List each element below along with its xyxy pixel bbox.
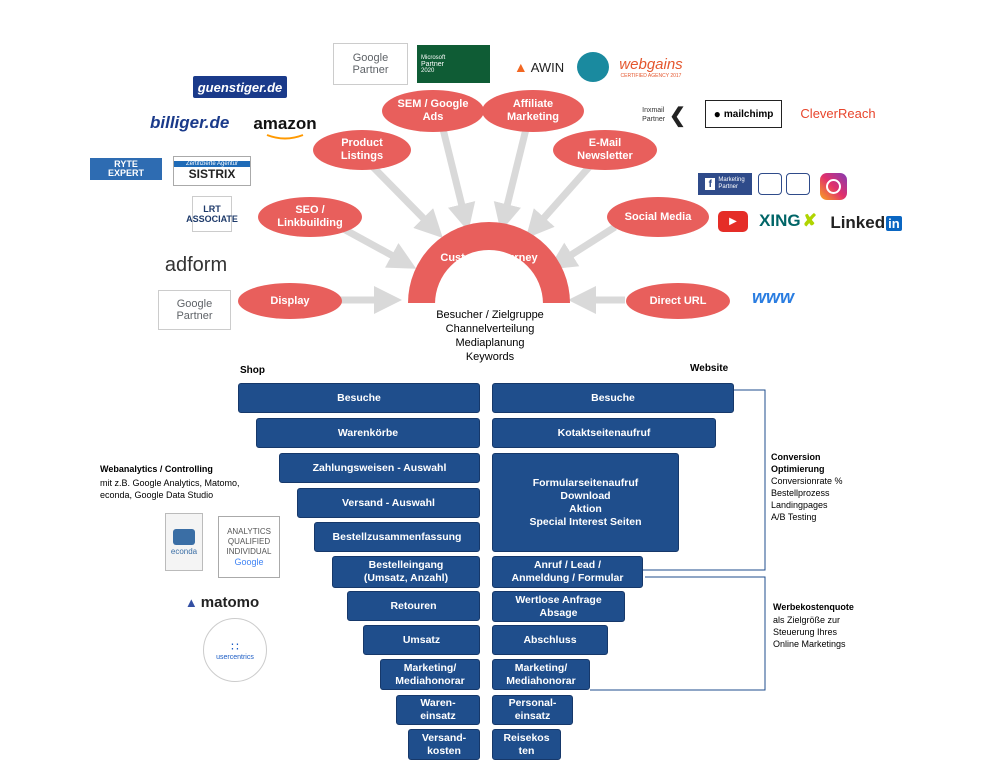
microsoft-partner-logo: Microsoft Partner 2020 bbox=[417, 45, 490, 83]
facebook-partner-logo: f Marketing Partner bbox=[698, 173, 752, 195]
matomo-logo: ▲ matomo bbox=[184, 593, 260, 611]
website-heading: Website bbox=[690, 363, 729, 374]
shop-step-shipping-costs: Versand- kosten bbox=[408, 729, 480, 760]
cleverreach-logo: CleverReach bbox=[800, 105, 876, 121]
instagram-icon bbox=[820, 173, 847, 200]
inxmail-x-icon: ❮ bbox=[669, 104, 686, 127]
awin-flame-icon: ▲ bbox=[513, 59, 528, 75]
mailchimp-monkey-icon: ● bbox=[713, 107, 721, 121]
shop-step-shipping: Versand - Auswahl bbox=[297, 488, 480, 518]
matomo-icon: ▲ bbox=[184, 594, 198, 610]
website-step-visits: Besuche bbox=[492, 383, 734, 413]
channel-seo: SEO / Linkbuilding bbox=[258, 197, 362, 237]
shop-step-carts: Warenkörbe bbox=[256, 418, 480, 448]
website-step-forms: Formularseitenaufruf Download Aktion Spe… bbox=[492, 453, 679, 552]
www-logo: www bbox=[751, 286, 794, 307]
inxmail-logo: Inxmail Partner ❮ bbox=[642, 104, 686, 127]
webanalytics-text: mit z.B. Google Analytics, Matomo, econd… bbox=[100, 478, 240, 500]
xing-logo: XING ✘ bbox=[759, 211, 817, 230]
website-step-closing: Abschluss bbox=[492, 625, 608, 655]
adform-logo: adform bbox=[164, 253, 228, 276]
linkedin-logo: Linked in bbox=[830, 213, 902, 232]
website-step-marketing: Marketing/ Mediahonorar bbox=[492, 659, 590, 690]
amazon-logo: amazon bbox=[250, 112, 320, 142]
channel-direct: Direct URL bbox=[626, 283, 730, 319]
amazon-smile-icon bbox=[266, 134, 304, 140]
shop-step-goods: Waren- einsatz bbox=[396, 695, 480, 725]
google-partner-logo-left: Google Partner bbox=[158, 290, 231, 330]
usercentrics-dots-icon: ∷ bbox=[231, 639, 239, 654]
billiger-logo: billiger.de bbox=[150, 113, 230, 132]
usercentrics-logo: ∷ usercentrics bbox=[203, 618, 267, 682]
channel-email: E-Mail Newsletter bbox=[553, 130, 657, 170]
webgains-logo: webgains CERTIFIED AGENCY 2017 bbox=[619, 55, 683, 79]
channel-social: Social Media bbox=[607, 197, 709, 237]
website-step-contact: Kotaktseitenaufruf bbox=[492, 418, 716, 448]
shop-step-visits: Besuche bbox=[238, 383, 480, 413]
werbe-text: als Zielgröße zur Steuerung Ihres Online… bbox=[773, 615, 846, 649]
ryte-logo: RYTE EXPERT bbox=[90, 158, 162, 180]
sistrix-logo: Zertifizierte Agentur SISTRIX bbox=[173, 156, 251, 186]
econda-bars-icon bbox=[173, 528, 195, 545]
webgains-badge-icon bbox=[577, 52, 609, 82]
website-step-travel: Reisekos ten bbox=[492, 729, 561, 760]
conversion-text: Conversionrate % Bestellprozess Landingp… bbox=[771, 476, 843, 522]
analytics-qualified-logo: ANALYTICS QUALIFIED INDIVIDUAL Google bbox=[218, 516, 280, 578]
shop-step-summary: Bestellzusammenfassung bbox=[314, 522, 480, 552]
shop-step-revenue: Umsatz bbox=[363, 625, 480, 655]
guenstiger-logo: guenstiger.de bbox=[193, 76, 287, 98]
mailchimp-logo: ● mailchimp bbox=[705, 100, 782, 128]
shop-step-payment: Zahlungsweisen - Auswahl bbox=[279, 453, 480, 483]
website-step-leads: Anruf / Lead / Anmeldung / Formular bbox=[492, 556, 643, 588]
channel-display: Display bbox=[238, 283, 342, 319]
webanalytics-title: Webanalytics / Controlling bbox=[100, 464, 213, 474]
xing-x-icon: ✘ bbox=[802, 211, 817, 230]
shop-step-marketing: Marketing/ Mediahonorar bbox=[380, 659, 480, 690]
youtube-icon: ▶ bbox=[718, 211, 748, 232]
channel-affiliate: Affiliate Marketing bbox=[482, 90, 584, 132]
certification-badge-icon bbox=[758, 173, 782, 195]
channel-product-listings: Product Listings bbox=[313, 130, 411, 170]
facebook-icon: f bbox=[705, 178, 716, 190]
shop-step-returns: Retouren bbox=[347, 591, 480, 621]
lrt-logo: LRT ASSOCIATE bbox=[186, 196, 238, 232]
customer-journey-title: Customer Journey bbox=[440, 252, 538, 264]
awin-logo: ▲ AWIN bbox=[513, 59, 565, 75]
conversion-title: Conversion Optimierung bbox=[771, 452, 825, 474]
shop-heading: Shop bbox=[240, 365, 265, 376]
certification-badge-icon-2 bbox=[786, 173, 810, 195]
werbe-title: Werbekostenquote bbox=[773, 602, 854, 612]
channel-sem: SEM / Google Ads bbox=[382, 90, 484, 132]
website-step-rejected: Wertlose Anfrage Absage bbox=[492, 591, 625, 622]
website-step-staff: Personal- einsatz bbox=[492, 695, 573, 725]
econda-logo: econda bbox=[165, 513, 203, 571]
customer-journey-lines: Besucher / Zielgruppe Channelverteilung … bbox=[436, 309, 544, 363]
shop-step-orders: Bestelleingang (Umsatz, Anzahl) bbox=[332, 556, 480, 588]
google-partner-logo-top: Google Partner bbox=[333, 43, 408, 85]
